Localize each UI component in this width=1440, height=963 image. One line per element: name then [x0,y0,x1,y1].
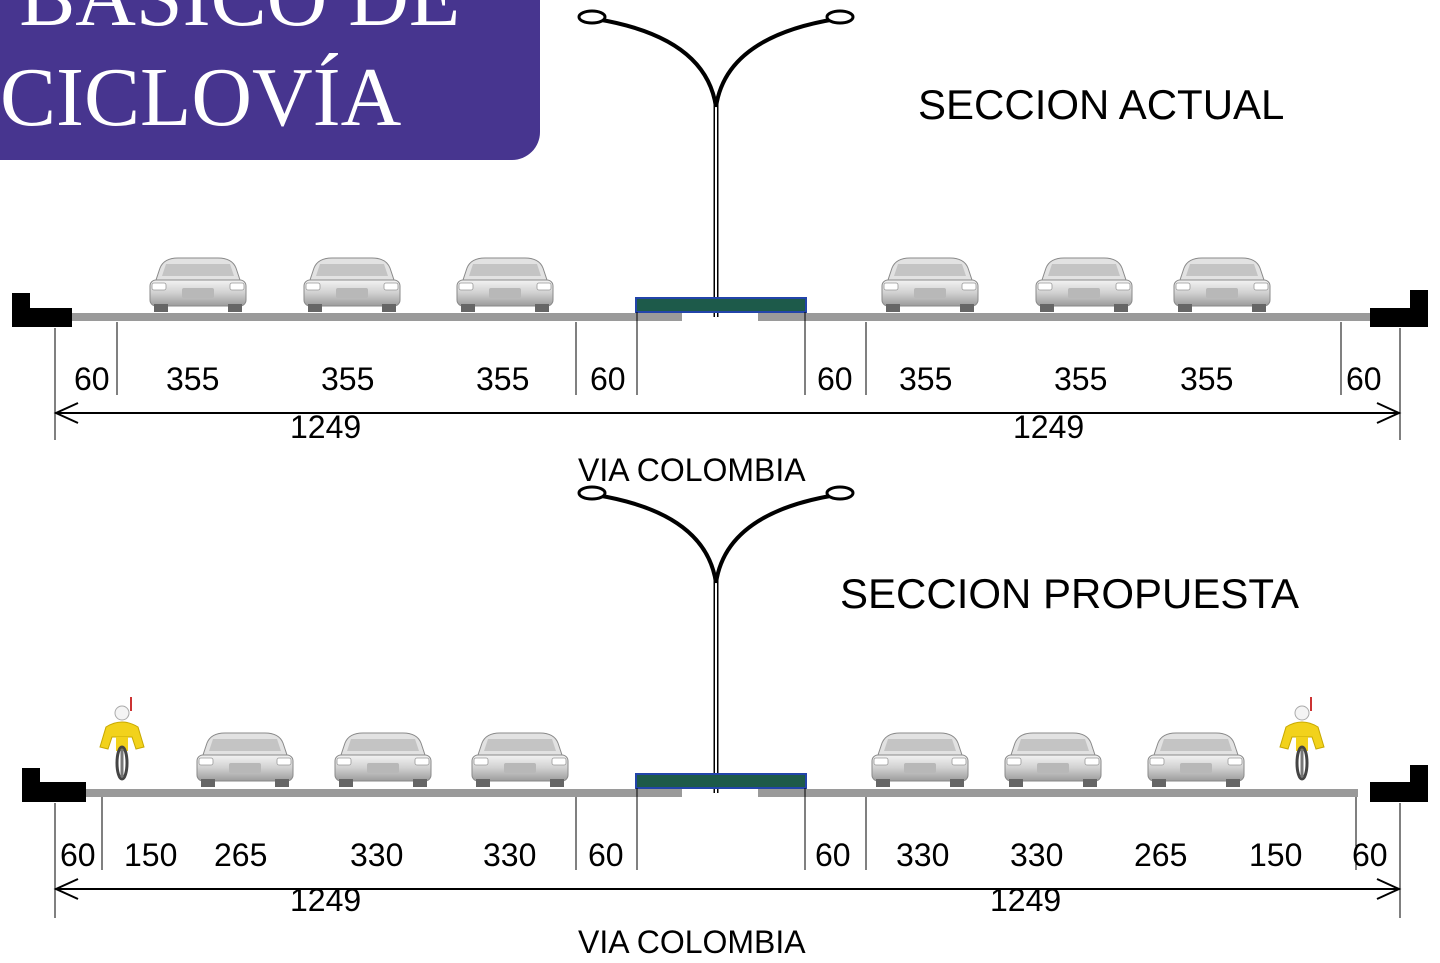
total-dimension-label: 1249 [290,882,362,918]
lamp-post [579,487,853,793]
dimension-label: 150 [1249,837,1303,873]
car [881,257,979,313]
dimension-label: 60 [815,837,851,873]
dimension-label: 265 [214,837,268,873]
car [303,257,401,313]
title-banner: L BÁSICO DE CICLOVÍA [0,0,540,160]
car [871,732,969,788]
car [149,257,247,313]
median [635,773,807,789]
car [196,732,294,788]
dimension-label: 355 [476,361,530,397]
dimension-label: 60 [817,361,853,397]
dimension-label: 330 [350,837,404,873]
section-title-propuesta: SECCION PROPUESTA [840,570,1299,617]
road-right [758,313,1370,321]
dimension-label: 330 [896,837,950,873]
dimension-label: 330 [483,837,537,873]
road-name: VIA COLOMBIA [578,452,806,488]
dimension-label: 265 [1134,837,1188,873]
section-title-actual: SECCION ACTUAL [918,81,1285,128]
car [1004,732,1102,788]
dimension-label: 355 [166,361,220,397]
car [1035,257,1133,313]
curb-left [12,293,72,327]
car [471,732,569,788]
title-line-2: CICLOVÍA [0,51,402,144]
dimension-label: 355 [1180,361,1234,397]
total-dimension-label: 1249 [990,882,1062,918]
road-left [70,313,682,321]
dimension-label: 60 [590,361,626,397]
section-actual-drawing [12,11,1428,440]
dimension-label: 150 [124,837,178,873]
dimension-label: 355 [1054,361,1108,397]
road-left [85,789,682,797]
dimension-label: 60 [1352,837,1388,873]
dimension-label: 355 [321,361,375,397]
road-right [758,789,1358,797]
cyclist [1278,695,1326,781]
curb-left [22,768,86,802]
title-line-1: L BÁSICO DE [0,0,460,40]
section-propuesta-drawing [22,487,1428,918]
car [1147,732,1245,788]
road-name: VIA COLOMBIA [578,924,806,960]
total-dimension-label: 1249 [290,409,362,445]
median [635,297,807,313]
dimension-label: 355 [899,361,953,397]
lamp-post [579,11,853,317]
car [1173,257,1271,313]
cyclist [98,695,146,781]
curb-right [1370,765,1428,802]
car [456,257,554,313]
dimension-label: 60 [1346,361,1382,397]
car [334,732,432,788]
total-dimension-label: 1249 [1013,409,1085,445]
dimension-label: 60 [60,837,96,873]
curb-right [1370,290,1428,327]
dimension-label: 330 [1010,837,1064,873]
dimension-label: 60 [74,361,110,397]
dimension-label: 60 [588,837,624,873]
